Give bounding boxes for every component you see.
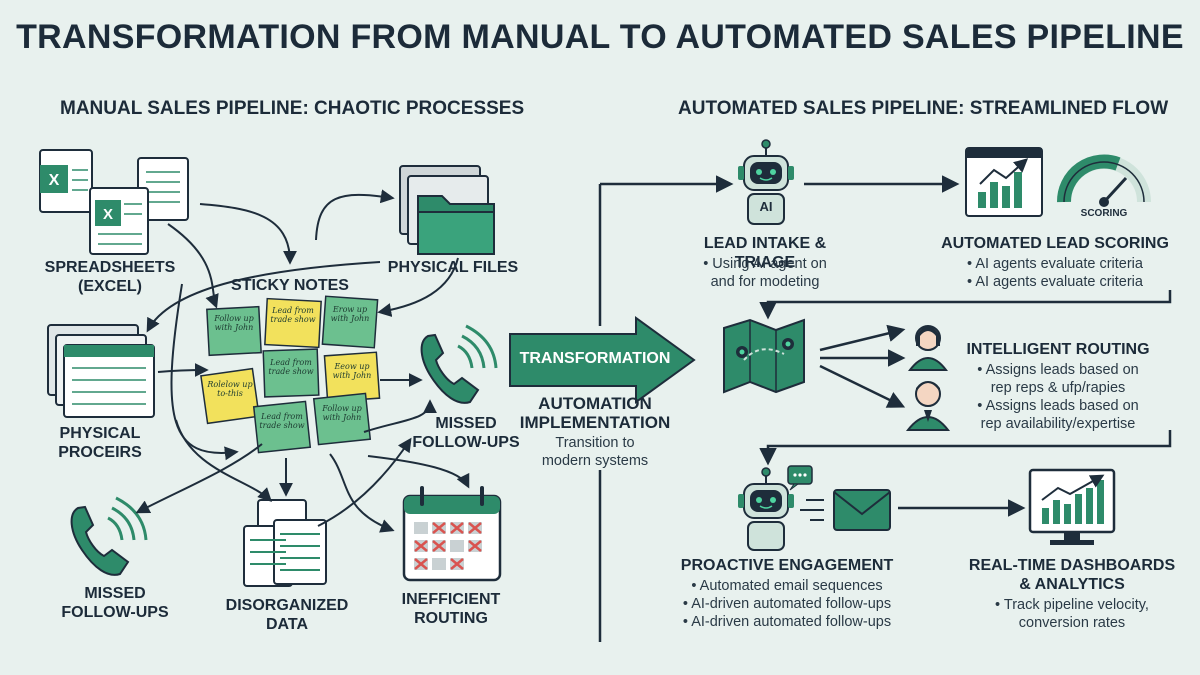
scoring-badge: SCORING xyxy=(1080,208,1128,219)
sticky-note-6 xyxy=(200,367,260,425)
dashboards-title: REAL-TIME DASHBOARDS& ANALYTICS xyxy=(968,557,1176,593)
svg-text:X: X xyxy=(49,172,60,189)
ai-badge: AI xyxy=(759,199,773,214)
sticky-note-text: Rolelow up to-this xyxy=(207,380,253,398)
ai-robot-icon xyxy=(738,139,794,225)
sticky-note-7 xyxy=(252,400,312,454)
sticky-note-text: Follow up with John xyxy=(214,314,254,332)
physical-files-icon xyxy=(399,165,495,255)
transformation-arrow xyxy=(509,316,696,404)
sticky-notes-board xyxy=(200,295,381,454)
spreadsheets-label: SPREADSHEETS(EXCEL) xyxy=(44,259,176,295)
email-envelope-icon xyxy=(800,489,891,531)
phone-icon xyxy=(70,496,148,576)
lead-intake-title: LEAD INTAKE & TRIAGE xyxy=(703,235,827,271)
analytics-window-icon xyxy=(965,147,1043,217)
sticky-note-text: Lead from trade show xyxy=(268,358,314,376)
sticky-note-2 xyxy=(264,297,322,349)
calendar-icon xyxy=(402,486,502,582)
page-title: TRANSFORMATION FROM MANUAL TO AUTOMATED … xyxy=(16,18,1184,56)
physical-files-label: PHYSICAL FILES xyxy=(387,259,519,276)
sticky-note-3 xyxy=(321,295,379,349)
man-avatar-icon xyxy=(905,381,951,431)
scoring-gauge-icon xyxy=(1056,154,1151,207)
proactive-engagement-title: PROACTIVE ENGAGEMENT xyxy=(680,557,894,574)
sticky-note-4 xyxy=(262,348,320,398)
disorganized-data-icon xyxy=(243,499,327,587)
sticky-note-text: Follow up with John xyxy=(322,404,362,422)
woman-avatar-icon xyxy=(907,325,949,371)
spreadsheets-icon: X X xyxy=(39,149,189,255)
chaotic-arrows xyxy=(135,189,470,533)
sticky-notes-label: STICKY NOTES xyxy=(231,277,349,294)
proactive-engagement-desc: • Automated email sequences• AI-driven a… xyxy=(682,578,892,630)
intelligent-routing-title: INTELLIGENT ROUTING xyxy=(966,341,1150,358)
sticky-note-text: Lead from trade show xyxy=(270,306,316,324)
dashboards-desc: • Track pipeline velocity,conversion rat… xyxy=(995,597,1149,631)
lead-scoring-desc: • AI agents evaluate criteria• AI agents… xyxy=(967,256,1143,290)
sticky-note-text: Erow up with John xyxy=(330,305,370,323)
transition-lines xyxy=(598,175,734,642)
flow-arrows xyxy=(759,175,1172,517)
lead-scoring-title: AUTOMATED LEAD SCORING xyxy=(941,235,1169,252)
sticky-note-text: Lead from trade show xyxy=(259,412,305,430)
dashboard-monitor-icon xyxy=(1028,468,1116,545)
transformation-arrow-label: TRANSFORMATION xyxy=(519,350,671,367)
physical-proceirs-icon xyxy=(47,324,155,418)
ai-robot-chat-icon xyxy=(738,465,813,551)
sticky-note-text: Eeow up with John xyxy=(332,362,372,380)
svg-text:X: X xyxy=(103,206,113,223)
sticky-note-1 xyxy=(206,305,262,357)
map-icon xyxy=(723,318,805,394)
automated-section-heading: AUTOMATED SALES PIPELINE: STREAMLINED FL… xyxy=(678,98,1169,119)
phone-icon xyxy=(420,324,498,404)
sticky-note-8 xyxy=(312,392,372,446)
manual-section-heading: MANUAL SALES PIPELINE: CHAOTIC PROCESSES xyxy=(60,98,525,119)
